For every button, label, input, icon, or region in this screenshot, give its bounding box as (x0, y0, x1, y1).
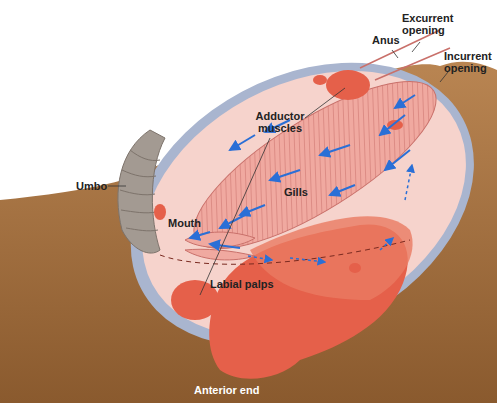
posterior-adductor (326, 70, 370, 100)
part-label: Incurrent opening (444, 50, 497, 74)
gills-shape (172, 53, 457, 278)
mantle (96, 18, 497, 390)
part-label: Adductor muscles (248, 110, 312, 134)
part-label: Anterior end (194, 384, 284, 396)
labial-palps-shape (185, 232, 255, 247)
part-label: Labial palps (210, 278, 290, 290)
part-label: Umbo (76, 180, 110, 192)
water-flow-arrows (190, 95, 415, 248)
part-label: Excurrent opening (402, 12, 464, 36)
leader-lines (108, 42, 448, 295)
part-label: Mouth (168, 217, 208, 229)
umbo-shape (118, 130, 165, 253)
shell (82, 6, 497, 403)
part-label: Gills (284, 186, 320, 198)
